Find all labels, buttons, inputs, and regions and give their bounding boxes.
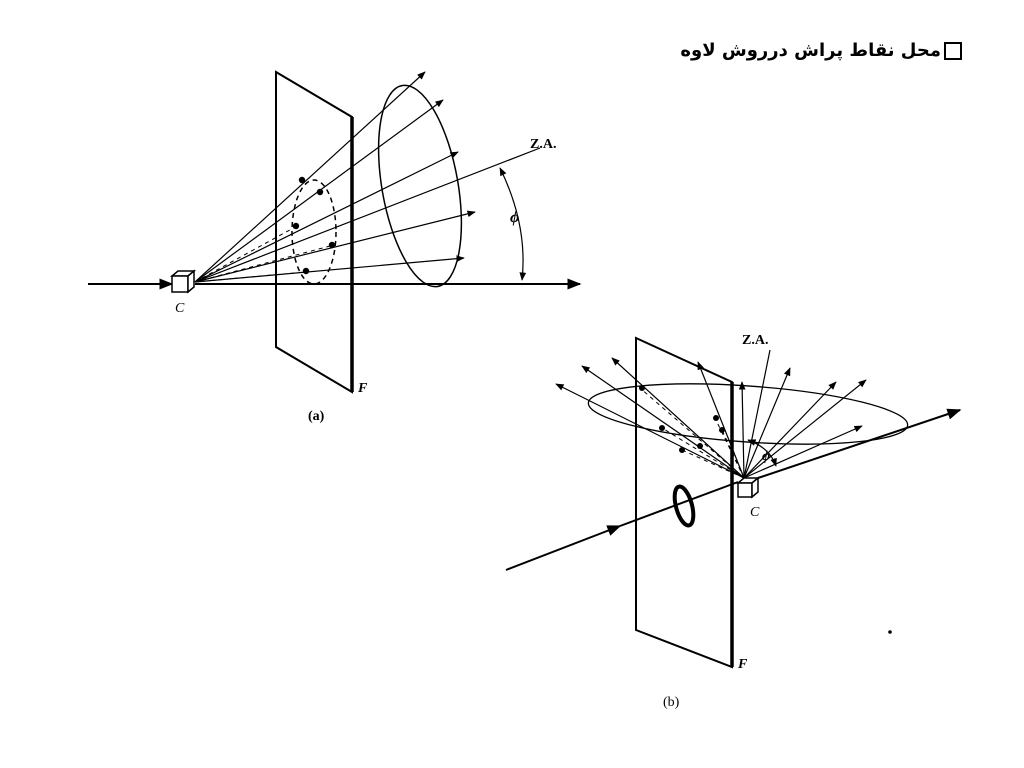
diffracted-ray-b7 [743, 381, 837, 479]
crystal-cube-a [169, 269, 197, 294]
diffracted-ray-a4 [194, 210, 476, 283]
stray-dot [888, 630, 892, 634]
transmitted-beam-b [757, 408, 962, 479]
axis-label-b: Z.A. [742, 333, 768, 348]
angle-arc-a [499, 167, 527, 281]
film-cone-ellipse-a [291, 179, 337, 285]
diffracted-ray-b3 [611, 357, 745, 479]
caption-a: (a) [308, 409, 325, 424]
page-title: محل نقاط پراش درروش لاوه [680, 40, 962, 61]
crystal-label-a: C [175, 301, 185, 316]
caption-b: (b) [663, 695, 680, 710]
film-label-a: F [357, 381, 368, 396]
diffraction-spots-b [639, 385, 725, 453]
crystal-label-b: C [750, 505, 760, 520]
diffraction-cone-ellipse-a [377, 84, 463, 288]
diffraction-cone-ellipse-b [587, 383, 909, 445]
film-plane-a [275, 70, 353, 394]
film-label-b: F [737, 657, 748, 672]
diffracted-ray-b5 [738, 381, 746, 479]
page-title-text: محل نقاط پراش درروش لاوه [680, 40, 941, 61]
axis-label-a: Z.A. [530, 137, 556, 152]
angle-arc-b [747, 439, 777, 467]
diffracted-ray-a5 [194, 255, 465, 283]
diffracted-ray-b2 [581, 365, 745, 479]
diffraction-spots-a [292, 176, 336, 275]
diffracted-ray-b1 [555, 383, 745, 479]
zone-axis-a [194, 147, 541, 283]
film-ring-b [672, 484, 696, 528]
incident-beam-b [505, 525, 622, 571]
angle-label-a: ϕ [510, 209, 519, 226]
figure-a: Z.A. ϕ C F (a) [88, 70, 582, 424]
diffracted-ray-a1 [194, 71, 426, 283]
crystal-cube-b [735, 476, 761, 499]
checkbox-bullet-icon [944, 41, 962, 60]
angle-label-b: ϕ [762, 449, 770, 464]
diffracted-ray-b4 [697, 361, 745, 479]
diffracted-ray-a3 [194, 151, 459, 283]
diffracted-ray-b9 [743, 425, 863, 479]
figure-b: Z.A. ϕ C F (b) [505, 333, 962, 710]
